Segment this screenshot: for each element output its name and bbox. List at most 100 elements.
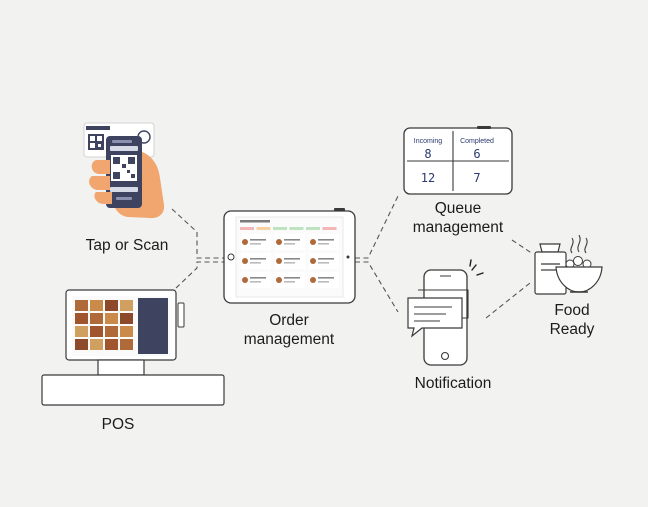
- order-status-tabs: [240, 227, 337, 230]
- order-card-line: [318, 281, 329, 283]
- order-status-tab: [273, 227, 287, 230]
- connector-pos-to-order: [175, 261, 224, 289]
- food-ready-illustration: [534, 234, 603, 295]
- order-card-line: [284, 262, 295, 264]
- order-card: [275, 272, 305, 288]
- queue-management-label-line1: Queue: [434, 200, 482, 217]
- pos-menu-tile: [90, 313, 103, 324]
- order-card-line: [250, 262, 261, 264]
- order-food-thumbnail: [276, 277, 282, 283]
- tablet-camera: [346, 255, 350, 259]
- order-status-tab: [322, 227, 337, 230]
- pos-menu-tile: [75, 339, 88, 350]
- connector-order-to-queue: [355, 195, 399, 259]
- order-management-label-line2: management: [243, 331, 335, 348]
- order-card-line: [318, 277, 334, 279]
- pos-menu-tile: [120, 339, 133, 350]
- order-management-tablet: [223, 208, 356, 304]
- pos-menu-tile: [120, 326, 133, 337]
- message-bubble-icon: [407, 289, 469, 338]
- order-card-line: [318, 258, 334, 260]
- order-status-tab: [306, 227, 320, 230]
- pos-order-panel: [138, 298, 168, 354]
- steam-icon: [570, 234, 588, 254]
- food-ready-label-line1: Food: [554, 302, 590, 319]
- pos-illustration: [41, 289, 225, 406]
- queue-bottom-right-count: 7: [473, 171, 480, 185]
- tap-scan-illustration: [83, 122, 165, 219]
- queue-incoming-count: 8: [424, 147, 431, 161]
- order-status-tab: [240, 227, 254, 230]
- order-card-line: [250, 277, 266, 279]
- order-card: [241, 234, 271, 250]
- pos-menu-tile: [75, 313, 88, 324]
- connector-tap-to-order: [171, 208, 224, 259]
- connector-queue-to-food: [511, 239, 534, 255]
- queue-incoming-label: Incoming: [414, 138, 443, 145]
- pos-menu-tile: [105, 313, 118, 324]
- order-card-line: [318, 262, 329, 264]
- order-card: [275, 234, 305, 250]
- connector-order-to-notification: [355, 261, 399, 313]
- notification-label: Notification: [414, 375, 492, 392]
- order-status-tab: [256, 227, 271, 230]
- order-management-label-line1: Order: [269, 312, 309, 329]
- order-card-line: [318, 243, 329, 245]
- order-food-thumbnail: [242, 239, 248, 245]
- connector-notification-to-food: [485, 282, 531, 319]
- pos-menu-tile: [90, 300, 103, 311]
- tap-scan-label: Tap or Scan: [85, 237, 169, 254]
- pos-menu-tile: [75, 300, 88, 311]
- pos-menu-tile: [75, 326, 88, 337]
- order-card: [241, 253, 271, 269]
- queue-management-tablet: Incoming Completed 8 6 12 7: [403, 126, 513, 195]
- pos-menu-grid: [75, 300, 133, 350]
- pos-menu-tile: [90, 339, 103, 350]
- pos-menu-tile: [105, 339, 118, 350]
- order-card: [241, 272, 271, 288]
- pos-stand: [97, 359, 145, 376]
- pos-menu-tile: [105, 300, 118, 311]
- order-card-line: [284, 258, 300, 260]
- pos-menu-tile: [120, 313, 133, 324]
- order-food-thumbnail: [310, 239, 316, 245]
- order-card-line: [250, 281, 261, 283]
- order-card-line: [284, 239, 300, 241]
- order-food-thumbnail: [242, 277, 248, 283]
- order-card: [309, 234, 339, 250]
- order-cards: [241, 234, 339, 288]
- alert-lines-icon: [469, 259, 484, 276]
- order-card-line: [284, 281, 295, 283]
- phone-bottom-button: [110, 187, 138, 192]
- pos-label: POS: [101, 416, 135, 433]
- phone-top-button: [110, 146, 138, 151]
- order-card: [275, 253, 305, 269]
- queue-bottom-left-count: 12: [421, 171, 435, 185]
- order-food-thumbnail: [242, 258, 248, 264]
- order-food-thumbnail: [310, 277, 316, 283]
- pos-menu-tile: [105, 326, 118, 337]
- queue-completed-count: 6: [473, 147, 480, 161]
- order-card: [309, 272, 339, 288]
- qr-code-small-icon: [88, 134, 104, 150]
- connectors: [171, 195, 534, 319]
- order-card-line: [284, 277, 300, 279]
- order-food-thumbnail: [276, 239, 282, 245]
- pos-base: [41, 374, 225, 406]
- queue-completed-label: Completed: [460, 138, 494, 145]
- order-food-thumbnail: [276, 258, 282, 264]
- qr-code-icon: [111, 155, 137, 181]
- queue-management-label-line2: management: [412, 219, 504, 236]
- order-card: [309, 253, 339, 269]
- order-card-line: [318, 239, 334, 241]
- order-food-thumbnail: [310, 258, 316, 264]
- pos-menu-tile: [120, 300, 133, 311]
- food-bowl-icon: [555, 256, 603, 293]
- order-card-line: [250, 243, 261, 245]
- order-card-line: [250, 258, 266, 260]
- order-status-tab: [289, 227, 304, 230]
- tablet-home-button: [227, 253, 235, 261]
- pos-card-reader: [177, 302, 185, 328]
